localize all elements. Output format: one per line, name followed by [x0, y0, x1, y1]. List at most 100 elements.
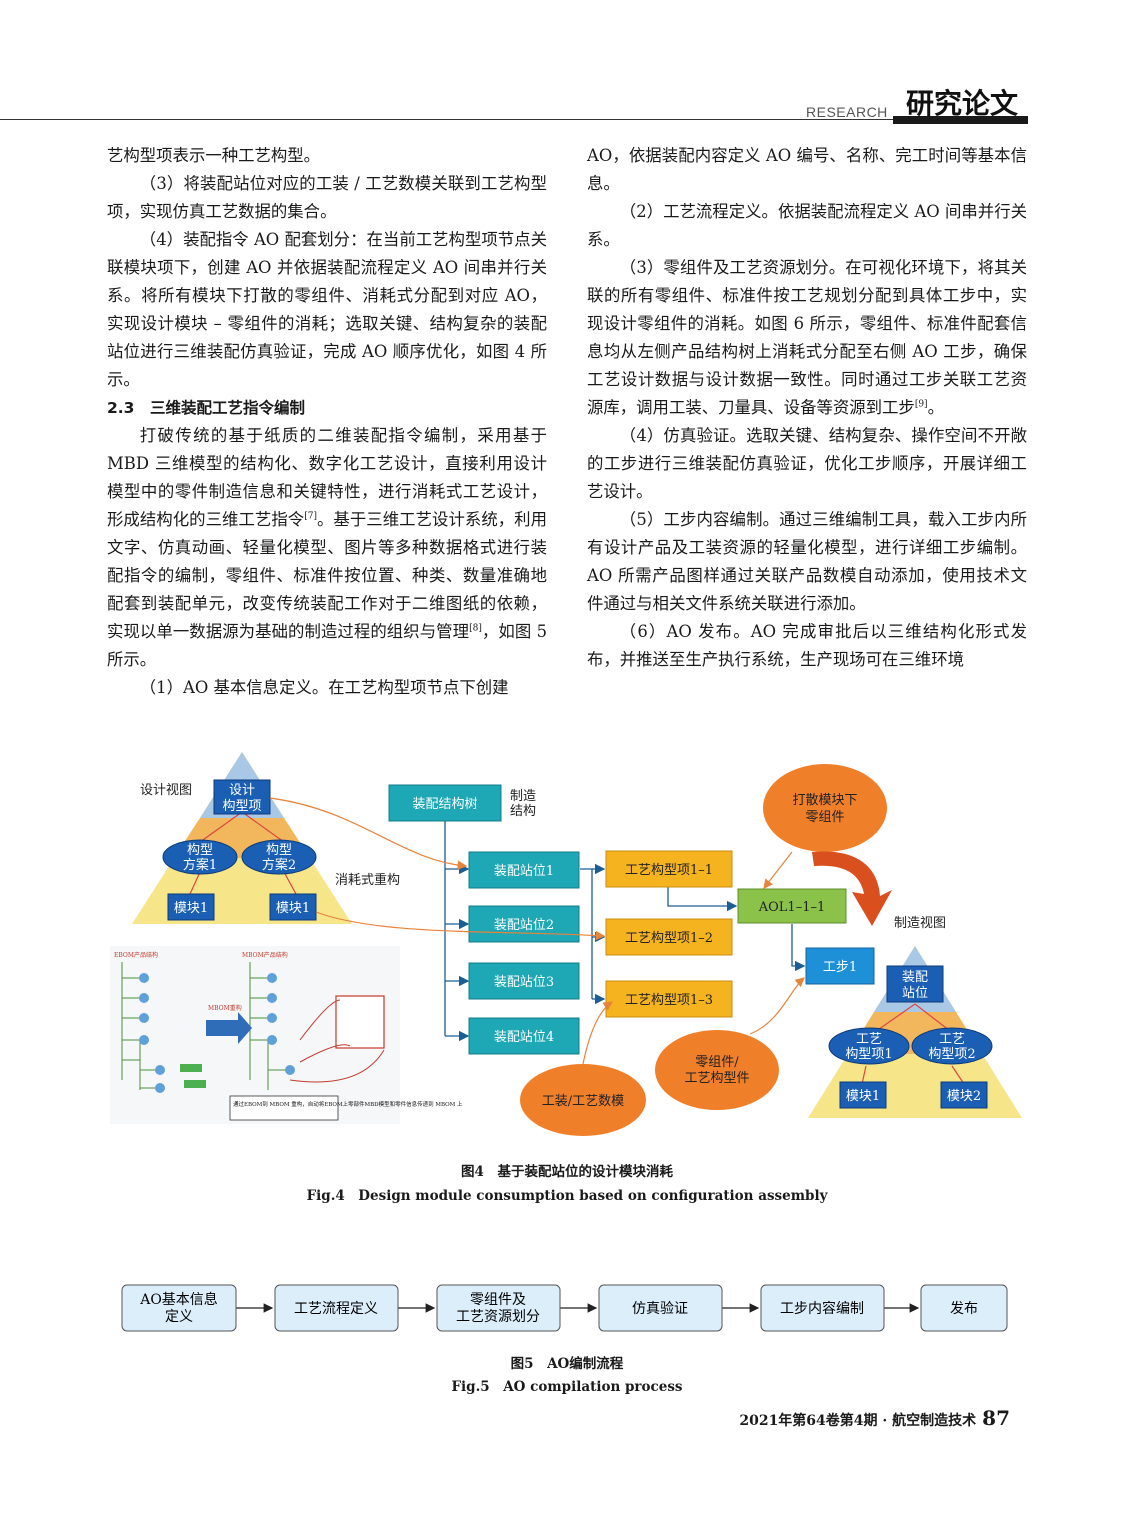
station-label: 装配站位4 [494, 1030, 554, 1045]
figure-4-diagram: 设计 构型项 构型 方案1 构型 方案2 模块1 模块1 设计视图 消耗式重构 … [110, 752, 1022, 1136]
mfg-view-pyramid: 装配 站位 工艺 构型项1 工艺 构型项2 模块1 模块2 [808, 946, 1022, 1118]
module-box [269, 893, 317, 921]
flow-step: 工步内容编制 [760, 1284, 885, 1332]
flow-step-label: 仿真验证 [632, 1301, 688, 1317]
paragraph: （3）将装配站位对应的工装 / 工艺数模关联到工艺构型项，实现仿真工艺数据的集合… [107, 174, 547, 221]
mfg-structure-label: 制造 [510, 789, 536, 804]
module-box [940, 1081, 988, 1109]
scheme-2-node [241, 839, 317, 875]
tree-link [189, 871, 201, 895]
proc-item-1-label: 构型项1 [845, 1047, 892, 1062]
flow-step-label: 工艺流程定义 [294, 1301, 378, 1317]
flow-step: 工艺流程定义 [274, 1284, 399, 1332]
assembly-stations: 装配站位1 装配站位2 装配站位3 装配站位4 [468, 851, 580, 1055]
citation-ref: [7] [304, 511, 317, 522]
assembly-tree-label: 装配结构树 [412, 797, 477, 812]
tree-link [861, 1065, 867, 1085]
flow-step-box [598, 1284, 723, 1332]
header-accent-bar [893, 116, 1028, 124]
restructure-arrow-icon [206, 1012, 252, 1044]
figure-4-caption-cn: 图4 基于装配站位的设计模块消耗 [461, 1164, 673, 1180]
tree-link [283, 871, 297, 895]
scheme-2-label: 构型 [266, 843, 292, 858]
scheme-1-label: 构型 [187, 843, 213, 858]
design-view-pyramid: 设计 构型项 构型 方案1 构型 方案2 模块1 模块1 [132, 752, 352, 924]
flow-step-box [121, 1284, 237, 1332]
consume-restructure-label: 消耗式重构 [335, 872, 400, 888]
step-box [805, 947, 875, 985]
scheme-1-node [162, 839, 238, 875]
tree-connectors [444, 821, 806, 1042]
tree-link [241, 811, 285, 843]
ebom-label: EBOM产品结构 [114, 951, 158, 959]
assembly-tree-box [388, 784, 502, 822]
paragraph: （6）AO 发布。AO 完成审批后以三维结构化形式发布，并推送至生产执行系统，生… [587, 622, 1027, 669]
station-box [468, 851, 580, 889]
flow-step-box [760, 1284, 885, 1332]
paragraph-text: ，如图 5 所示。 [107, 622, 548, 669]
paragraph: （5）工步内容编制。通过三维编制工具，载入工步内所有设计产品及工装资源的轻量化模… [587, 510, 1027, 613]
paragraph: 打破传统的基于纸质的二维装配指令编制，采用基于 MBD 三维模型的结构化、数字化… [107, 422, 547, 674]
transition-arrow-icon [812, 851, 892, 926]
tree-link [951, 1065, 965, 1085]
flow-step: AO基本信息 定义 [121, 1284, 237, 1332]
scatter-parts-bubble [763, 764, 887, 852]
mapping-curves [289, 999, 385, 1083]
proc-item-1-node [828, 1027, 910, 1065]
mbom-label: MBOM产品结构 [242, 951, 288, 959]
parts-label: 工艺构型件 [684, 1071, 749, 1086]
figure-5-caption-cn: 图5 AO编制流程 [510, 1356, 624, 1372]
flow-step-label: 定义 [165, 1309, 193, 1325]
config-item-box [605, 918, 733, 956]
mfg-view-label: 制造视图 [894, 916, 946, 931]
station-label: 装配站位3 [494, 975, 554, 990]
scatter-parts-label: 零组件 [805, 810, 844, 825]
parts-bubble [655, 1030, 779, 1110]
station-top-label: 装配 [902, 970, 928, 985]
mfg-structure-label: 结构 [510, 804, 536, 819]
header-rule [0, 119, 1028, 120]
section-heading: 2.3 三维装配工艺指令编制 [107, 399, 305, 417]
tree-link [199, 811, 243, 843]
scheme-1-label: 方案1 [183, 857, 217, 873]
proc-item-1-label: 工艺 [856, 1032, 882, 1047]
flow-step: 零组件及 工艺资源划分 [436, 1284, 561, 1332]
parts-label: 零组件/ [695, 1055, 739, 1070]
station-box [468, 1017, 580, 1055]
station-top-label: 站位 [902, 986, 928, 1001]
left-text-column: 艺构型项表示一种工艺构型。 （3）将装配站位对应的工装 / 工艺数模关联到工艺构… [107, 142, 547, 702]
proc-item-2-node [911, 1027, 993, 1065]
figure-5-flow: AO基本信息 定义 工艺流程定义 零组件及 工艺资源划分 仿真验证 工步内容编制… [121, 1284, 1008, 1332]
parts-grid-panel [335, 995, 385, 1049]
header-research-label: RESEARCH [806, 104, 888, 120]
flow-step-label: 工步内容编制 [780, 1300, 864, 1317]
ebom-mbom-screenshot: EBOM产品结构 MBOM产品结构 MBOM重构 通过EBOM到 MBOM 重构… [110, 946, 463, 1124]
flow-step-box [436, 1284, 561, 1332]
paragraph-text: 。 [927, 398, 944, 417]
station-label: 装配站位2 [494, 918, 554, 933]
config-item-box [605, 980, 733, 1018]
design-item-label: 设计 [229, 783, 255, 798]
mbd-model-icon [184, 1080, 206, 1088]
paragraph-text: （3）零组件及工艺资源划分。在可视化环境下，将其关联的所有零组件、标准件按工艺规… [587, 258, 1027, 417]
station-top-box [886, 965, 944, 1003]
mbom-gear-icons [267, 973, 295, 1075]
aol-box [737, 888, 847, 924]
journal-issue: 2021年第64卷第4期 · 航空制造技术 [739, 1413, 977, 1429]
module-box [167, 893, 215, 921]
paragraph: （4）仿真验证。选取关键、结构复杂、操作空间不开敞的工步进行三维装配仿真验证，优… [587, 426, 1027, 501]
figure-5-caption-en: Fig.5 AO compilation process [451, 1379, 683, 1395]
page-number: 87 [982, 1406, 1010, 1430]
proc-item-2-label: 构型项2 [928, 1047, 975, 1062]
paragraph-text: 打破传统的基于纸质的二维装配指令编制，采用基于 MBD 三维模型的结构化、数字化… [107, 426, 547, 529]
module-label: 模块1 [846, 1089, 880, 1104]
design-item-label: 构型项 [222, 799, 261, 814]
figure-4-caption-en: Fig.4 Design module consumption based on… [306, 1188, 828, 1204]
flow-step-label: 发布 [950, 1301, 978, 1317]
proc-item-2-label: 工艺 [939, 1032, 965, 1047]
scheme-2-label: 方案2 [262, 857, 296, 873]
ebom-tree [121, 962, 156, 1090]
citation-ref: [9] [914, 399, 928, 410]
module-box [839, 1081, 887, 1109]
tooling-label: 工装/工艺数模 [542, 1094, 624, 1109]
